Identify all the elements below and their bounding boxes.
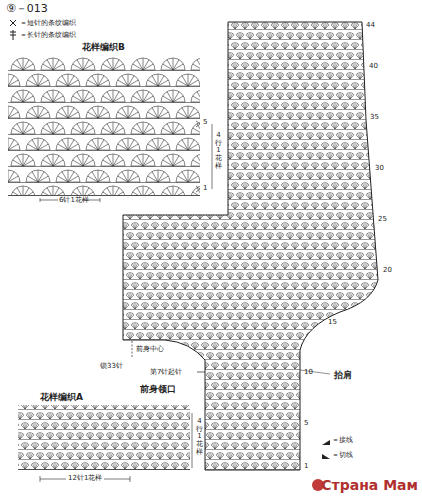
body-chart (120, 20, 382, 472)
pattern-a-chart (18, 405, 190, 469)
center-note: 前身中心 (136, 345, 164, 353)
row-number: 15 (328, 318, 337, 326)
foundation-chain (8, 195, 200, 196)
row-number: 35 (370, 113, 379, 121)
row-number: 30 (375, 164, 384, 172)
part-name: 抬肩 (334, 370, 352, 380)
row-number: 10 (304, 368, 313, 376)
legend-text: ＝短针的条纹编织 (20, 19, 76, 27)
repeat-note: 6针1花样 (59, 196, 89, 204)
center-line (132, 341, 133, 358)
start-note: 第7针起针 (150, 368, 182, 376)
chain-note: 锁33针 (100, 362, 123, 370)
legend-text: ＝切线 (332, 451, 353, 459)
legend-text: ＝接线 (332, 436, 353, 444)
part-name: 前身领口 (140, 384, 176, 394)
row-number: 40 (369, 62, 378, 70)
body-outline (123, 22, 378, 470)
foundation-chain (18, 469, 190, 470)
sc-symbol (10, 20, 16, 26)
leader-line (197, 372, 205, 373)
dc-symbol (10, 30, 16, 40)
row-number: 1 (203, 184, 207, 192)
repeat-note: 12针1花样 (68, 474, 102, 482)
chart-title: 花样编织A (40, 392, 83, 402)
repeat-note: 4行1花样 (196, 418, 203, 456)
row-number: 5 (203, 118, 207, 126)
row-number: 20 (383, 266, 392, 274)
row-number: 1 (304, 462, 308, 470)
cut-symbol (322, 454, 330, 459)
figure-number: ⑨－013 (6, 3, 48, 16)
row-number: 44 (366, 21, 375, 29)
chart-title: 花样编织B (82, 42, 125, 52)
row-markers (196, 121, 212, 192)
watermark: Страна Мам (321, 477, 418, 493)
row-number: 5 (304, 419, 308, 427)
join-symbol (322, 440, 330, 445)
legend-text: ＝长针的条纹编织 (20, 31, 76, 39)
pattern-b-chart (8, 55, 200, 195)
repeat-note: 4行1花样 (215, 132, 222, 170)
row-number: 25 (378, 215, 387, 223)
row-markers (192, 413, 193, 468)
